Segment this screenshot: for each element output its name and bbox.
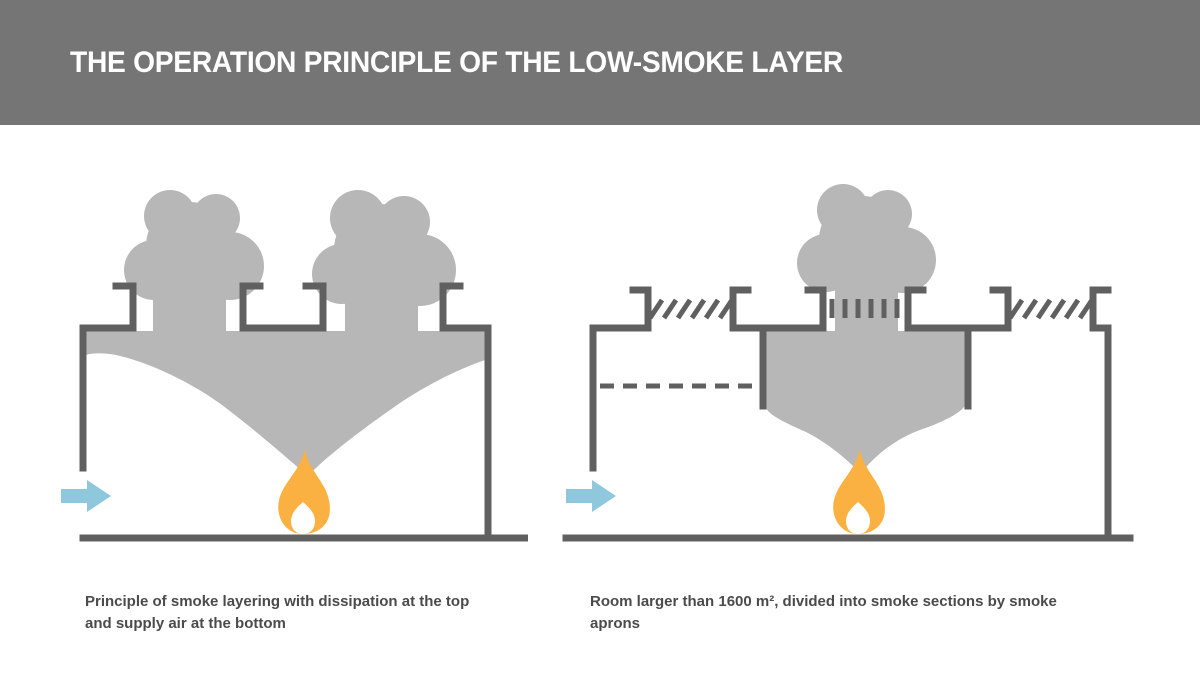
smoke-layer xyxy=(86,331,485,473)
flame-icon xyxy=(278,449,330,534)
roof-vent-parapet xyxy=(112,282,137,332)
left-wall xyxy=(589,324,652,472)
smoke-layering-diagram xyxy=(61,190,528,542)
left-wall xyxy=(79,324,137,472)
roof-vent-parapet xyxy=(904,286,927,332)
smoke-cloud-icon xyxy=(124,190,264,300)
smoke-sections-diagram xyxy=(562,184,1134,542)
smoke xyxy=(766,184,965,470)
page-title: THE OPERATION PRINCIPLE OF THE LOW-SMOKE… xyxy=(70,45,843,79)
closed-vent-hatch xyxy=(647,298,735,320)
closed-vent-hatch xyxy=(1007,298,1095,320)
smoke xyxy=(86,190,485,473)
supply-air-arrow-icon xyxy=(566,480,616,512)
smoke-layer xyxy=(766,331,965,470)
roof-vent-parapet xyxy=(629,286,652,332)
roof-vent-parapet xyxy=(989,286,1012,332)
smoke-cloud-icon xyxy=(797,184,936,293)
roof-vent-parapet xyxy=(729,286,752,332)
flame-icon xyxy=(833,449,885,534)
header-bar: THE OPERATION PRINCIPLE OF THE LOW-SMOKE… xyxy=(0,0,1200,125)
right-wall xyxy=(439,324,492,542)
roof-vent-parapet xyxy=(1089,286,1112,332)
supply-air-arrow-icon xyxy=(61,480,111,512)
open-vent-slats xyxy=(829,299,900,318)
roof-vent-parapet xyxy=(804,286,827,332)
smoke-cloud-icon xyxy=(312,190,456,306)
caption-smoke-layering: Principle of smoke layering with dissipa… xyxy=(85,593,470,632)
roof-vent-parapet xyxy=(302,282,327,332)
roof-vent-parapet xyxy=(439,282,464,332)
room-outline xyxy=(562,286,1134,542)
roof-vent-parapet xyxy=(239,282,264,332)
right-wall xyxy=(1089,324,1112,542)
caption-smoke-sections: Room larger than 1600 m², divided into s… xyxy=(590,593,1057,632)
room-outline xyxy=(79,282,528,542)
